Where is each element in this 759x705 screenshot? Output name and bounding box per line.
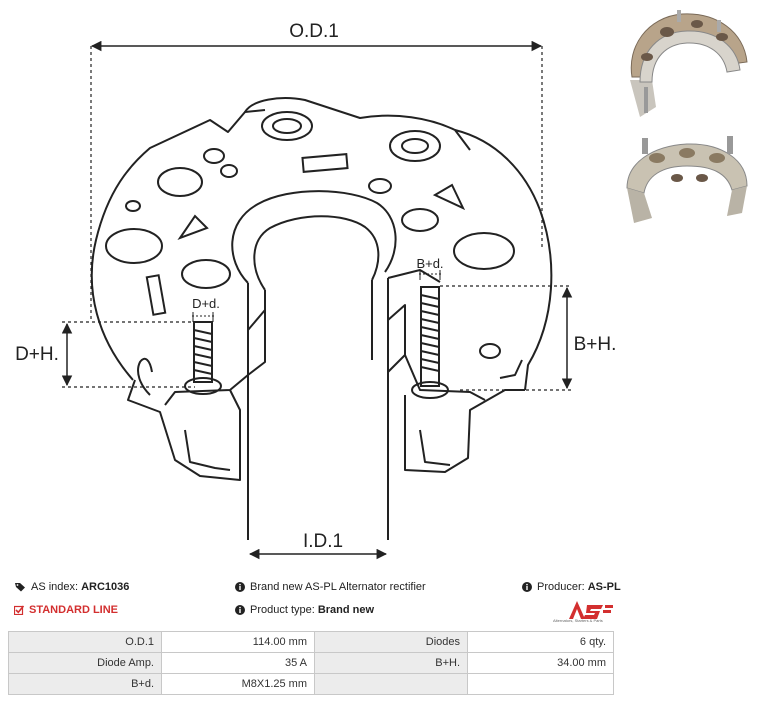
dh-label: D+H. xyxy=(15,344,59,365)
as-index: AS index: ARC1036 xyxy=(14,581,129,593)
spec-label: B+H. xyxy=(314,652,468,674)
standard-line: STANDARD LINE xyxy=(14,604,118,616)
table-row: Diode Amp. 35 A B+H. 34.00 mm xyxy=(8,652,614,674)
bh-label: B+H. xyxy=(574,334,617,355)
spec-value: 34.00 mm xyxy=(467,652,614,674)
info-icon xyxy=(235,582,245,592)
spec-label xyxy=(314,673,468,695)
as-index-label: AS index: xyxy=(31,581,79,593)
description-text: Brand new AS-PL Alternator rectifier xyxy=(250,581,426,593)
rectifier-photo-top xyxy=(630,10,748,117)
tags-icon xyxy=(15,583,25,592)
table-row: B+d. M8X1.25 mm xyxy=(8,673,614,695)
spec-value: 6 qty. xyxy=(467,631,614,653)
product-type-line: Product type: Brand new xyxy=(235,604,374,616)
checkbox-checked-icon xyxy=(14,605,24,615)
spec-label: O.D.1 xyxy=(8,631,162,653)
spec-label: Diodes xyxy=(314,631,468,653)
producer-value: AS-PL xyxy=(587,581,621,593)
bd-dimension: B+d. xyxy=(416,256,444,280)
spec-value xyxy=(467,673,614,695)
logo-text: AS xyxy=(557,599,559,600)
producer-label: Producer: xyxy=(537,581,585,593)
as-pl-logo: AS xyxy=(557,599,613,619)
id1-dimension: I.D.1 xyxy=(248,531,388,560)
description-line: Brand new AS-PL Alternator rectifier xyxy=(235,581,426,593)
spec-value: M8X1.25 mm xyxy=(161,673,315,695)
spec-label: B+d. xyxy=(8,673,162,695)
dd-dimension: D+d. xyxy=(192,296,220,322)
od1-label: O.D.1 xyxy=(289,21,339,42)
bh-dimension: B+H. xyxy=(440,285,617,391)
dd-label: D+d. xyxy=(192,296,220,311)
dh-dimension: D+H. xyxy=(15,321,210,388)
product-type-value: Brand new xyxy=(317,604,375,616)
product-type-label: Product type: xyxy=(250,604,315,616)
b-plus-bolt xyxy=(411,286,449,399)
spec-value: 35 A xyxy=(161,652,315,674)
spec-label: Diode Amp. xyxy=(8,652,162,674)
d-plus-bolt xyxy=(184,321,222,395)
standard-line-text: STANDARD LINE xyxy=(29,604,119,616)
table-row: O.D.1 114.00 mm Diodes 6 qty. xyxy=(8,631,614,653)
bd-label: B+d. xyxy=(416,256,443,271)
spec-value: 114.00 mm xyxy=(161,631,315,653)
producer-line: Producer: AS-PL xyxy=(522,581,621,593)
info-icon xyxy=(235,605,245,615)
rectifier-holes xyxy=(105,111,515,359)
as-index-value: ARC1036 xyxy=(81,581,130,593)
rectifier-photo-bottom xyxy=(626,136,748,223)
id1-label: I.D.1 xyxy=(303,531,343,552)
info-icon xyxy=(522,582,532,592)
logo-tagline: Alternators, Starters & Parts xyxy=(553,618,603,623)
specs-table: O.D.1 114.00 mm Diodes 6 qty. Diode Amp.… xyxy=(8,631,614,695)
rectifier-body xyxy=(90,97,553,540)
